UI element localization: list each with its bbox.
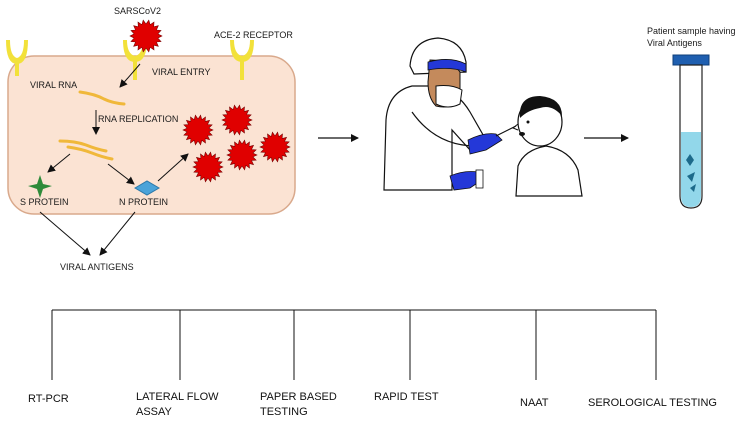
sample-tube-icon bbox=[672, 54, 710, 209]
antigen-icon bbox=[686, 154, 694, 166]
viral-rna-label: VIRAL RNA bbox=[30, 80, 77, 90]
tube-cap bbox=[672, 54, 710, 66]
health-worker-illustration bbox=[383, 37, 517, 191]
host-cell bbox=[7, 55, 296, 215]
rna-replication-label: RNA REPLICATION bbox=[98, 114, 178, 124]
test-label-serological: SEROLOGICAL TESTING bbox=[588, 397, 717, 409]
viral-rna-strand bbox=[58, 90, 126, 161]
ace2-receptor-icon bbox=[230, 40, 254, 80]
virus-particle-icon bbox=[226, 139, 258, 171]
tube-liquid bbox=[681, 132, 701, 207]
viral-entry-label: VIRAL ENTRY bbox=[152, 67, 211, 77]
antigen-icon bbox=[690, 184, 696, 192]
n-protein-icon bbox=[134, 180, 160, 196]
sample-label-line2: Viral Antigens bbox=[647, 38, 702, 48]
cell-body bbox=[7, 55, 296, 215]
virus-label: SARSCoV2 bbox=[114, 6, 161, 16]
test-label-naat: NAAT bbox=[520, 397, 549, 409]
n-protein-label: N PROTEIN bbox=[119, 197, 168, 207]
virus-particle-icon bbox=[182, 114, 214, 146]
sample-label-line1: Patient sample having bbox=[647, 26, 736, 36]
s-protein-icon bbox=[28, 175, 52, 198]
test-label-lateral-flow: LATERAL FLOW ASSAY bbox=[136, 391, 222, 418]
virus-particle-icon bbox=[129, 19, 163, 53]
test-label-rt-pcr: RT-PCR bbox=[28, 393, 69, 405]
antigen-icon bbox=[687, 172, 695, 182]
s-protein-label: S PROTEIN bbox=[20, 197, 69, 207]
test-label-paper-based: PAPER BASED TESTING bbox=[260, 391, 340, 418]
ace2-receptor-icon bbox=[6, 40, 28, 76]
viral-antigens-label: VIRAL ANTIGENS bbox=[60, 262, 134, 272]
test-label-rapid: RAPID TEST bbox=[374, 391, 439, 403]
test-methods-tree bbox=[51, 309, 657, 380]
receptor-label: ACE-2 RECEPTOR bbox=[214, 30, 293, 40]
virus-particle-icon bbox=[221, 104, 253, 136]
virus-particle-icon bbox=[259, 131, 291, 163]
virus-particle-icon bbox=[192, 151, 224, 183]
patient-illustration bbox=[512, 96, 583, 197]
flow-arrows bbox=[39, 63, 189, 256]
